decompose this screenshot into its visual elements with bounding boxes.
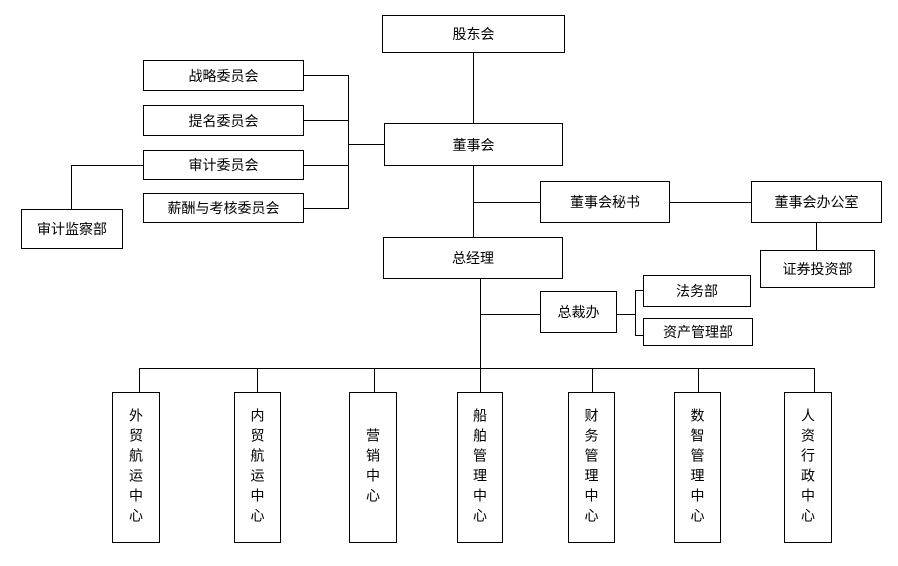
node-legal-dept: 法务部: [643, 275, 751, 307]
node-ship-management-center: 船舶管理中心: [457, 392, 503, 543]
connector-centers-rail: [139, 368, 815, 369]
connector-drop-digital: [698, 368, 699, 392]
node-label: 营销中心: [365, 427, 381, 508]
node-label: 总经理: [452, 250, 494, 266]
node-label: 总裁办: [557, 304, 600, 320]
node-label: 证券投资部: [782, 261, 853, 277]
node-general-manager: 总经理: [383, 237, 563, 279]
node-marketing-center: 营销中心: [349, 392, 397, 543]
node-label: 审计监察部: [37, 221, 107, 237]
node-label: 董事会办公室: [774, 194, 859, 210]
connector-trunk-board-secretary: [473, 202, 540, 203]
connector-board-gm: [473, 166, 474, 237]
node-securities-investment-dept: 证券投资部: [760, 250, 875, 288]
connector-trunk-president-office: [480, 314, 540, 315]
node-label: 内贸航运中心: [249, 407, 266, 528]
node-label: 董事会: [452, 136, 495, 153]
connector-depts-bracket: [635, 290, 636, 336]
node-board-office: 董事会办公室: [751, 181, 882, 223]
node-board-of-directors: 董事会: [384, 123, 563, 166]
node-board-secretary: 董事会秘书: [540, 181, 670, 223]
node-audit-committee: 审计委员会: [143, 150, 304, 180]
node-label: 薪酬与考核委员会: [167, 200, 280, 216]
node-label: 法务部: [676, 283, 718, 299]
node-strategy-committee: 战略委员会: [143, 60, 304, 91]
connector-drop-marketing: [374, 368, 375, 392]
connector-remuneration-bracket: [304, 208, 349, 209]
node-label: 审计委员会: [188, 157, 259, 173]
connector-drop-finance: [592, 368, 593, 392]
node-label: 董事会秘书: [570, 194, 640, 210]
connector-secretary-board-office: [670, 202, 751, 203]
node-label: 船舶管理中心: [472, 407, 488, 528]
node-remuneration-assessment-committee: 薪酬与考核委员会: [143, 193, 304, 223]
connector-drop-domestic-trade: [257, 368, 258, 392]
connector-audit-to-supervision-h: [71, 165, 143, 166]
connector-audit-bracket: [304, 165, 349, 166]
node-shareholders-meeting: 股东会: [382, 15, 565, 53]
node-audit-supervision-dept: 审计监察部: [21, 209, 123, 249]
connector-strategy-bracket: [304, 75, 349, 76]
node-label: 人资行政中心: [800, 407, 816, 528]
connector-committees-bracket: [348, 75, 349, 209]
node-hr-admin-center: 人资行政中心: [784, 392, 832, 543]
connector-drop-foreign-trade: [139, 368, 140, 392]
connector-gm-trunk: [480, 279, 481, 392]
node-label: 资产管理部: [663, 324, 733, 340]
node-label: 提名委员会: [188, 112, 259, 129]
node-finance-management-center: 财务管理中心: [568, 392, 615, 543]
node-label: 股东会: [452, 26, 495, 42]
node-nomination-committee: 提名委员会: [143, 105, 304, 136]
connector-board-office-securities: [816, 223, 817, 250]
node-domestic-trade-shipping-center: 内贸航运中心: [234, 392, 281, 543]
node-president-office: 总裁办: [540, 291, 617, 333]
connector-nomination-bracket: [304, 120, 349, 121]
node-label: 财务管理中心: [583, 407, 600, 528]
node-foreign-trade-shipping-center: 外贸航运中心: [112, 392, 160, 543]
connector-audit-to-supervision-v: [71, 165, 72, 209]
node-digital-management-center: 数智管理中心: [674, 392, 721, 543]
connector-president-office-bracket: [617, 314, 635, 315]
connector-shareholders-board: [473, 53, 474, 123]
node-label: 战略委员会: [188, 67, 259, 84]
node-label: 外贸航运中心: [128, 407, 144, 528]
connector-drop-hr-admin: [814, 368, 815, 392]
connector-bracket-legal: [635, 290, 643, 291]
node-asset-management-dept: 资产管理部: [643, 318, 753, 346]
connector-bracket-board: [348, 144, 384, 145]
node-label: 数智管理中心: [689, 407, 706, 528]
connector-bracket-asset: [635, 335, 643, 336]
